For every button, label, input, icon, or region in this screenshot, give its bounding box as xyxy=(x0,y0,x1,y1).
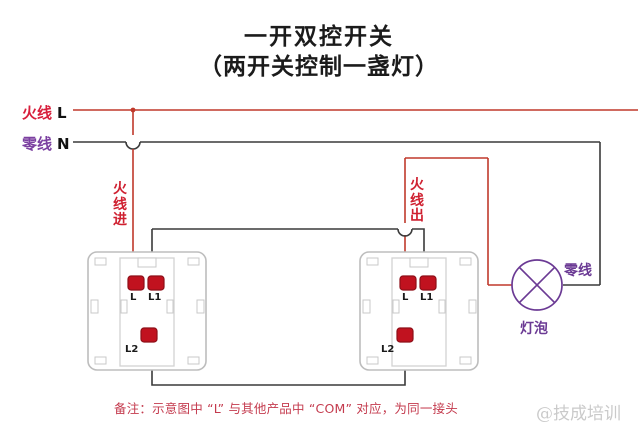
title-line-2: （两开关控制一盏灯） xyxy=(199,54,439,81)
switch-left[interactable] xyxy=(87,251,207,371)
switch-left-claw-br xyxy=(187,356,200,365)
watermark-text: @技成培训 xyxy=(536,404,621,424)
switch-left-top-tab xyxy=(137,257,157,268)
switch-left-slot-left xyxy=(90,299,99,314)
switch-left-terminal-label-L1: L1 xyxy=(148,292,162,303)
live-out-annotation: 火线出 xyxy=(410,177,424,225)
switch-right-claw-bl xyxy=(366,356,379,365)
switch-right-inner-slot-left xyxy=(392,299,400,314)
switch-right-terminal-L2[interactable] xyxy=(396,327,414,343)
switch-right-terminal-label-L1: L1 xyxy=(420,292,434,303)
switch-left-inner-slot-right xyxy=(166,299,174,314)
switch-right-terminal-L1[interactable] xyxy=(419,275,437,291)
live-supply-cn: 火线 xyxy=(22,104,53,122)
switch-left-terminal-L1[interactable] xyxy=(147,275,165,291)
traveler-1-crossover-hop xyxy=(397,228,413,237)
switch-right-top-tab xyxy=(409,257,429,268)
switch-right-terminal-label-L2: L2 xyxy=(381,344,395,355)
neutral-supply-cn: 零线 xyxy=(22,135,53,153)
switch-right-module xyxy=(391,257,447,367)
lamp-neutral-label: 零线 xyxy=(564,263,592,279)
switch-left-slot-right xyxy=(196,299,205,314)
lamp-label: 灯泡 xyxy=(520,321,548,337)
title-line-1: 一开双控开关 xyxy=(244,24,394,50)
switch-left-claw-bl xyxy=(94,356,107,365)
live-bus-junction-dot xyxy=(130,107,136,113)
switch-right-claw-tl xyxy=(366,257,379,266)
lamp-cross-stroke-2 xyxy=(518,266,556,304)
switch-left-terminal-label-L2: L2 xyxy=(125,344,139,355)
switch-right-slot-left xyxy=(362,299,371,314)
lamp-symbol xyxy=(511,259,563,311)
switch-right-slot-right xyxy=(468,299,477,314)
switch-left-claw-tr xyxy=(187,257,200,266)
switch-left-claw-tl xyxy=(94,257,107,266)
switch-left-terminal-label-L: L xyxy=(130,292,137,303)
footnote-text: 备注：示意图中 “L” 与其他产品中 “COM” 对应，为同一接头 xyxy=(114,401,458,416)
switch-left-terminal-L2[interactable] xyxy=(140,327,158,343)
switch-right-terminal-L[interactable] xyxy=(399,275,417,291)
switch-right-terminal-label-L: L xyxy=(402,292,409,303)
switch-left-terminal-L[interactable] xyxy=(127,275,145,291)
switch-right[interactable] xyxy=(359,251,479,371)
switch-right-claw-br xyxy=(459,356,472,365)
switch-right-inner-slot-right xyxy=(438,299,446,314)
live-in-annotation: 火线进 xyxy=(113,181,127,229)
live-supply-letter: L xyxy=(57,104,67,122)
neutral-live-crossover-hop xyxy=(125,141,141,150)
neutral-supply-letter: N xyxy=(57,135,70,153)
page-title: 一开双控开关 （两开关控制一盏灯） xyxy=(0,22,638,83)
switch-right-claw-tr xyxy=(459,257,472,266)
switch-left-inner-slot-left xyxy=(120,299,128,314)
